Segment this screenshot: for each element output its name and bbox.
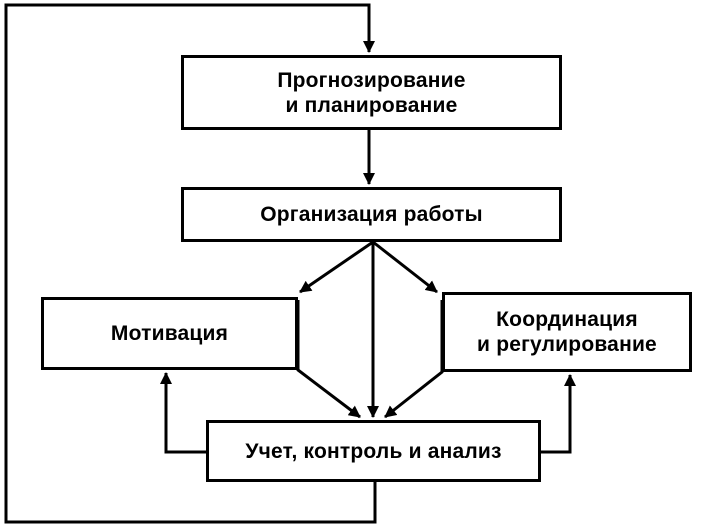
node-label: Мотивация: [110, 322, 229, 345]
arrow-coordination-to-control: [384, 300, 444, 419]
node-forecasting-planning: Прогнозирование и планирование: [181, 55, 562, 130]
node-label: Прогнозирование и планирование: [277, 68, 466, 117]
node-label: Организация работы: [260, 203, 483, 226]
arrow-control-to-coordination: [541, 374, 576, 454]
node-accounting-control-analysis: Учет, контроль и анализ: [206, 420, 541, 482]
arrow-organization-to-coordination: [372, 240, 438, 294]
node-work-organization: Организация работы: [181, 187, 562, 242]
arrow-organization-to-motivation: [299, 240, 374, 294]
node-label: Учет, контроль и анализ: [245, 439, 502, 463]
node-coordination-regulation: Координация и регулирование: [442, 292, 692, 372]
feedback-loop-line: [4, 3, 377, 524]
node-label: Координация и регулирование: [477, 308, 657, 356]
arrow-motivation-to-control: [296, 300, 361, 419]
arrow-control-to-motivation: [160, 372, 206, 454]
node-motivation: Мотивация: [41, 297, 298, 370]
